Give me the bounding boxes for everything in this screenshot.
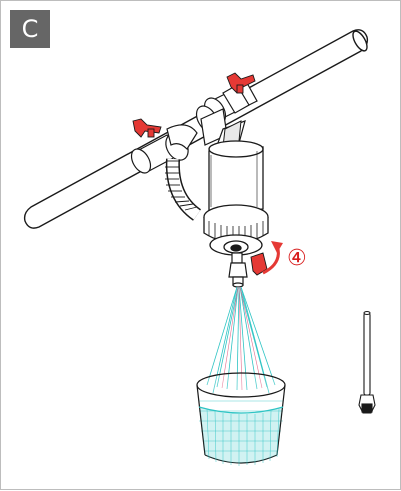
water-spray — [199, 286, 283, 452]
bucket — [196, 372, 286, 464]
left-elbow-fitting — [130, 124, 198, 174]
bucket-water — [200, 407, 282, 463]
panel-label: C — [10, 10, 50, 48]
ball-valve-handle-right — [226, 72, 256, 94]
step-marker: ④ — [287, 246, 307, 271]
rotate-arrow-icon — [262, 241, 283, 275]
filter-housing — [203, 140, 269, 256]
drain-valve — [228, 252, 248, 288]
flexible-hose — [165, 158, 202, 221]
bucket-water-grid — [206, 408, 280, 466]
ball-valve-handle-left — [132, 118, 162, 138]
main-pipe — [23, 29, 369, 229]
drain-valve-handle — [250, 252, 268, 276]
wrench-tool — [358, 310, 376, 414]
